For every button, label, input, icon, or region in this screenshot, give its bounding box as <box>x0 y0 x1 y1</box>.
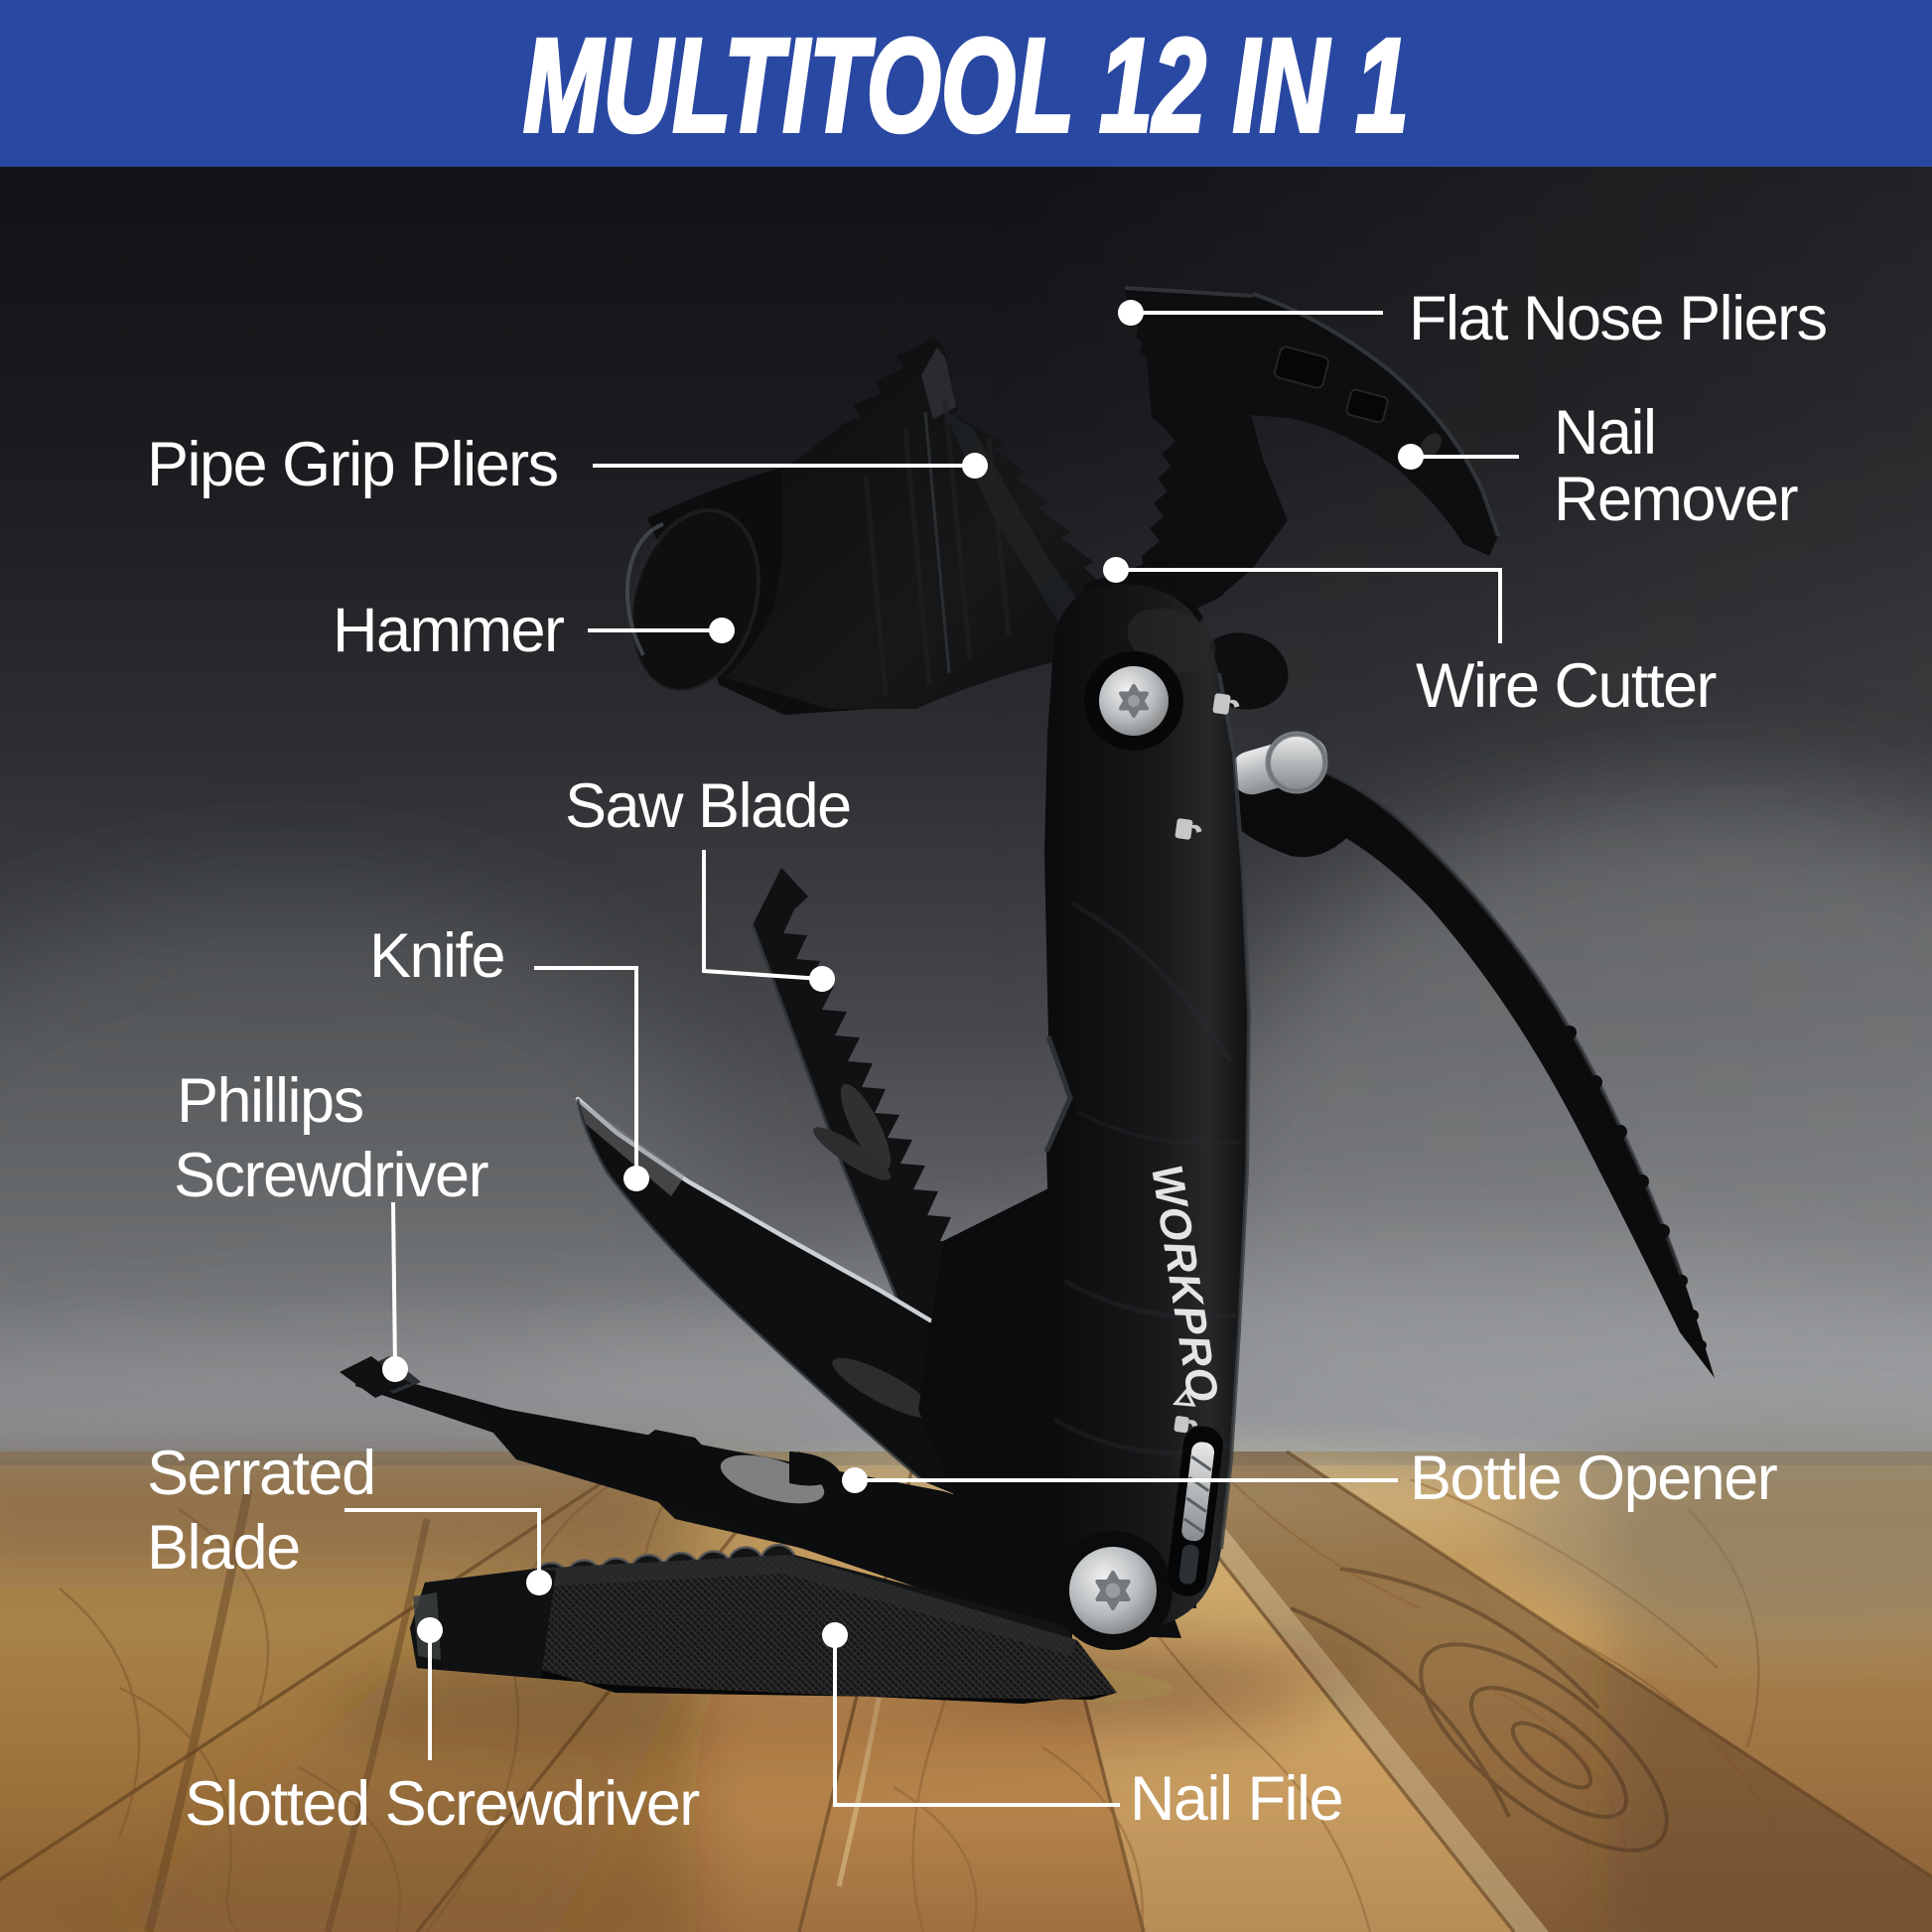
svg-text:Slotted Screwdriver: Slotted Screwdriver <box>185 1769 699 1839</box>
svg-text:Serrated: Serrated <box>147 1439 375 1508</box>
svg-text:Screwdriver: Screwdriver <box>174 1141 488 1210</box>
svg-text:Remover: Remover <box>1554 465 1798 534</box>
svg-text:Nail: Nail <box>1554 398 1656 468</box>
svg-text:Pipe Grip Pliers: Pipe Grip Pliers <box>147 430 558 499</box>
svg-text:Hammer: Hammer <box>333 596 564 665</box>
svg-text:Wire Cutter: Wire Cutter <box>1416 651 1717 721</box>
svg-text:Blade: Blade <box>147 1513 300 1583</box>
svg-text:Flat Nose Pliers: Flat Nose Pliers <box>1409 284 1827 353</box>
svg-text:Bottle Opener: Bottle Opener <box>1410 1444 1777 1513</box>
svg-text:Saw Blade: Saw Blade <box>565 771 851 841</box>
svg-text:Knife: Knife <box>369 921 504 991</box>
svg-text:MULTITOOL 12 IN 1: MULTITOOL 12 IN 1 <box>523 12 1409 160</box>
svg-text:Nail File: Nail File <box>1130 1764 1342 1834</box>
svg-text:Phillips: Phillips <box>177 1066 363 1136</box>
